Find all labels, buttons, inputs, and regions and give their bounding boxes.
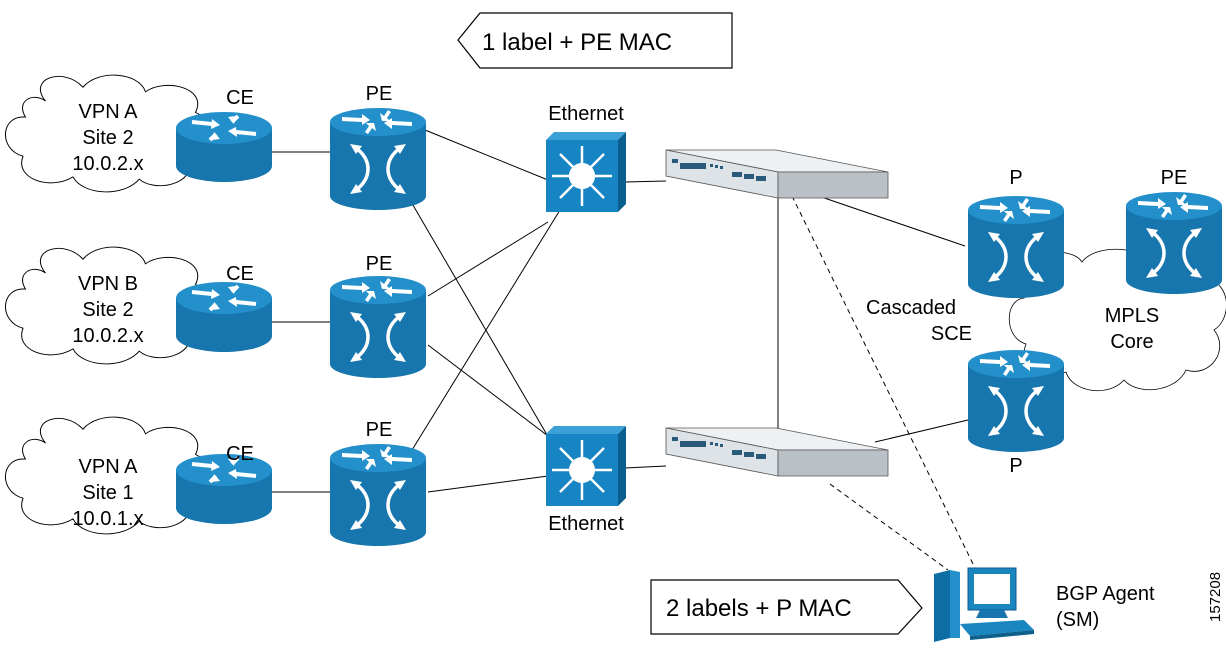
ce-router-icon (176, 454, 272, 524)
ce-router-icon (176, 112, 272, 182)
p-router-icon (968, 350, 1064, 452)
sce-label-line-1: Cascaded (866, 297, 956, 319)
site-2-line-2: Site 2 (82, 299, 133, 321)
site-1-line-3: 10.0.2.x (72, 153, 143, 175)
pe-router-icon (330, 276, 426, 378)
ethernet-switch-icon (546, 132, 626, 212)
callout-top: 1 label + PE MAC (457, 12, 733, 69)
callout-top-text: 1 label + PE MAC (482, 29, 672, 56)
ethernet-label-bottom: Ethernet (548, 513, 624, 535)
site-3-line-3: 10.0.1.x (72, 508, 143, 530)
p-label-bottom: P (1009, 455, 1022, 477)
pe-router-icon (1126, 192, 1222, 294)
callout-bottom-text: 2 labels + P MAC (666, 595, 852, 622)
callout-bottom: 2 labels + P MAC (650, 579, 923, 635)
pe-router-icon (330, 444, 426, 546)
sce-label-line-2: SCE (931, 323, 972, 345)
site-3-line-1: VPN A (79, 456, 139, 478)
bgp-agent-line-2: (SM) (1056, 609, 1099, 631)
sce-appliance-icon (665, 149, 889, 199)
ce-label-1: CE (226, 87, 254, 109)
pe-label-2: PE (366, 253, 393, 275)
figure-id: 157208 (1207, 572, 1224, 622)
connection-lines (272, 129, 979, 575)
ce-router-icon (176, 282, 272, 352)
pe-router-icon (330, 108, 426, 210)
core-pe-label: PE (1161, 167, 1188, 189)
site-2-line-3: 10.0.2.x (72, 325, 143, 347)
pe-label-3: PE (366, 419, 393, 441)
ethernet-label-top: Ethernet (548, 103, 624, 125)
workstation-icon (934, 567, 1034, 642)
p-label-top: P (1009, 167, 1022, 189)
ethernet-switch-icon (546, 426, 626, 506)
p-router-icon (968, 196, 1064, 298)
site-1-line-2: Site 2 (82, 127, 133, 149)
sce-appliance-icon (665, 427, 889, 477)
pe-label-1: PE (366, 83, 393, 105)
site-3-line-2: Site 1 (82, 482, 133, 504)
bgp-agent-line-1: BGP Agent (1056, 583, 1155, 605)
mpls-core-line-1: MPLS (1105, 305, 1159, 327)
site-2-line-1: VPN B (78, 273, 138, 295)
site-1-line-1: VPN A (79, 101, 139, 123)
ce-label-2: CE (226, 263, 254, 285)
ce-label-3: CE (226, 443, 254, 465)
mpls-core-line-2: Core (1110, 331, 1153, 353)
